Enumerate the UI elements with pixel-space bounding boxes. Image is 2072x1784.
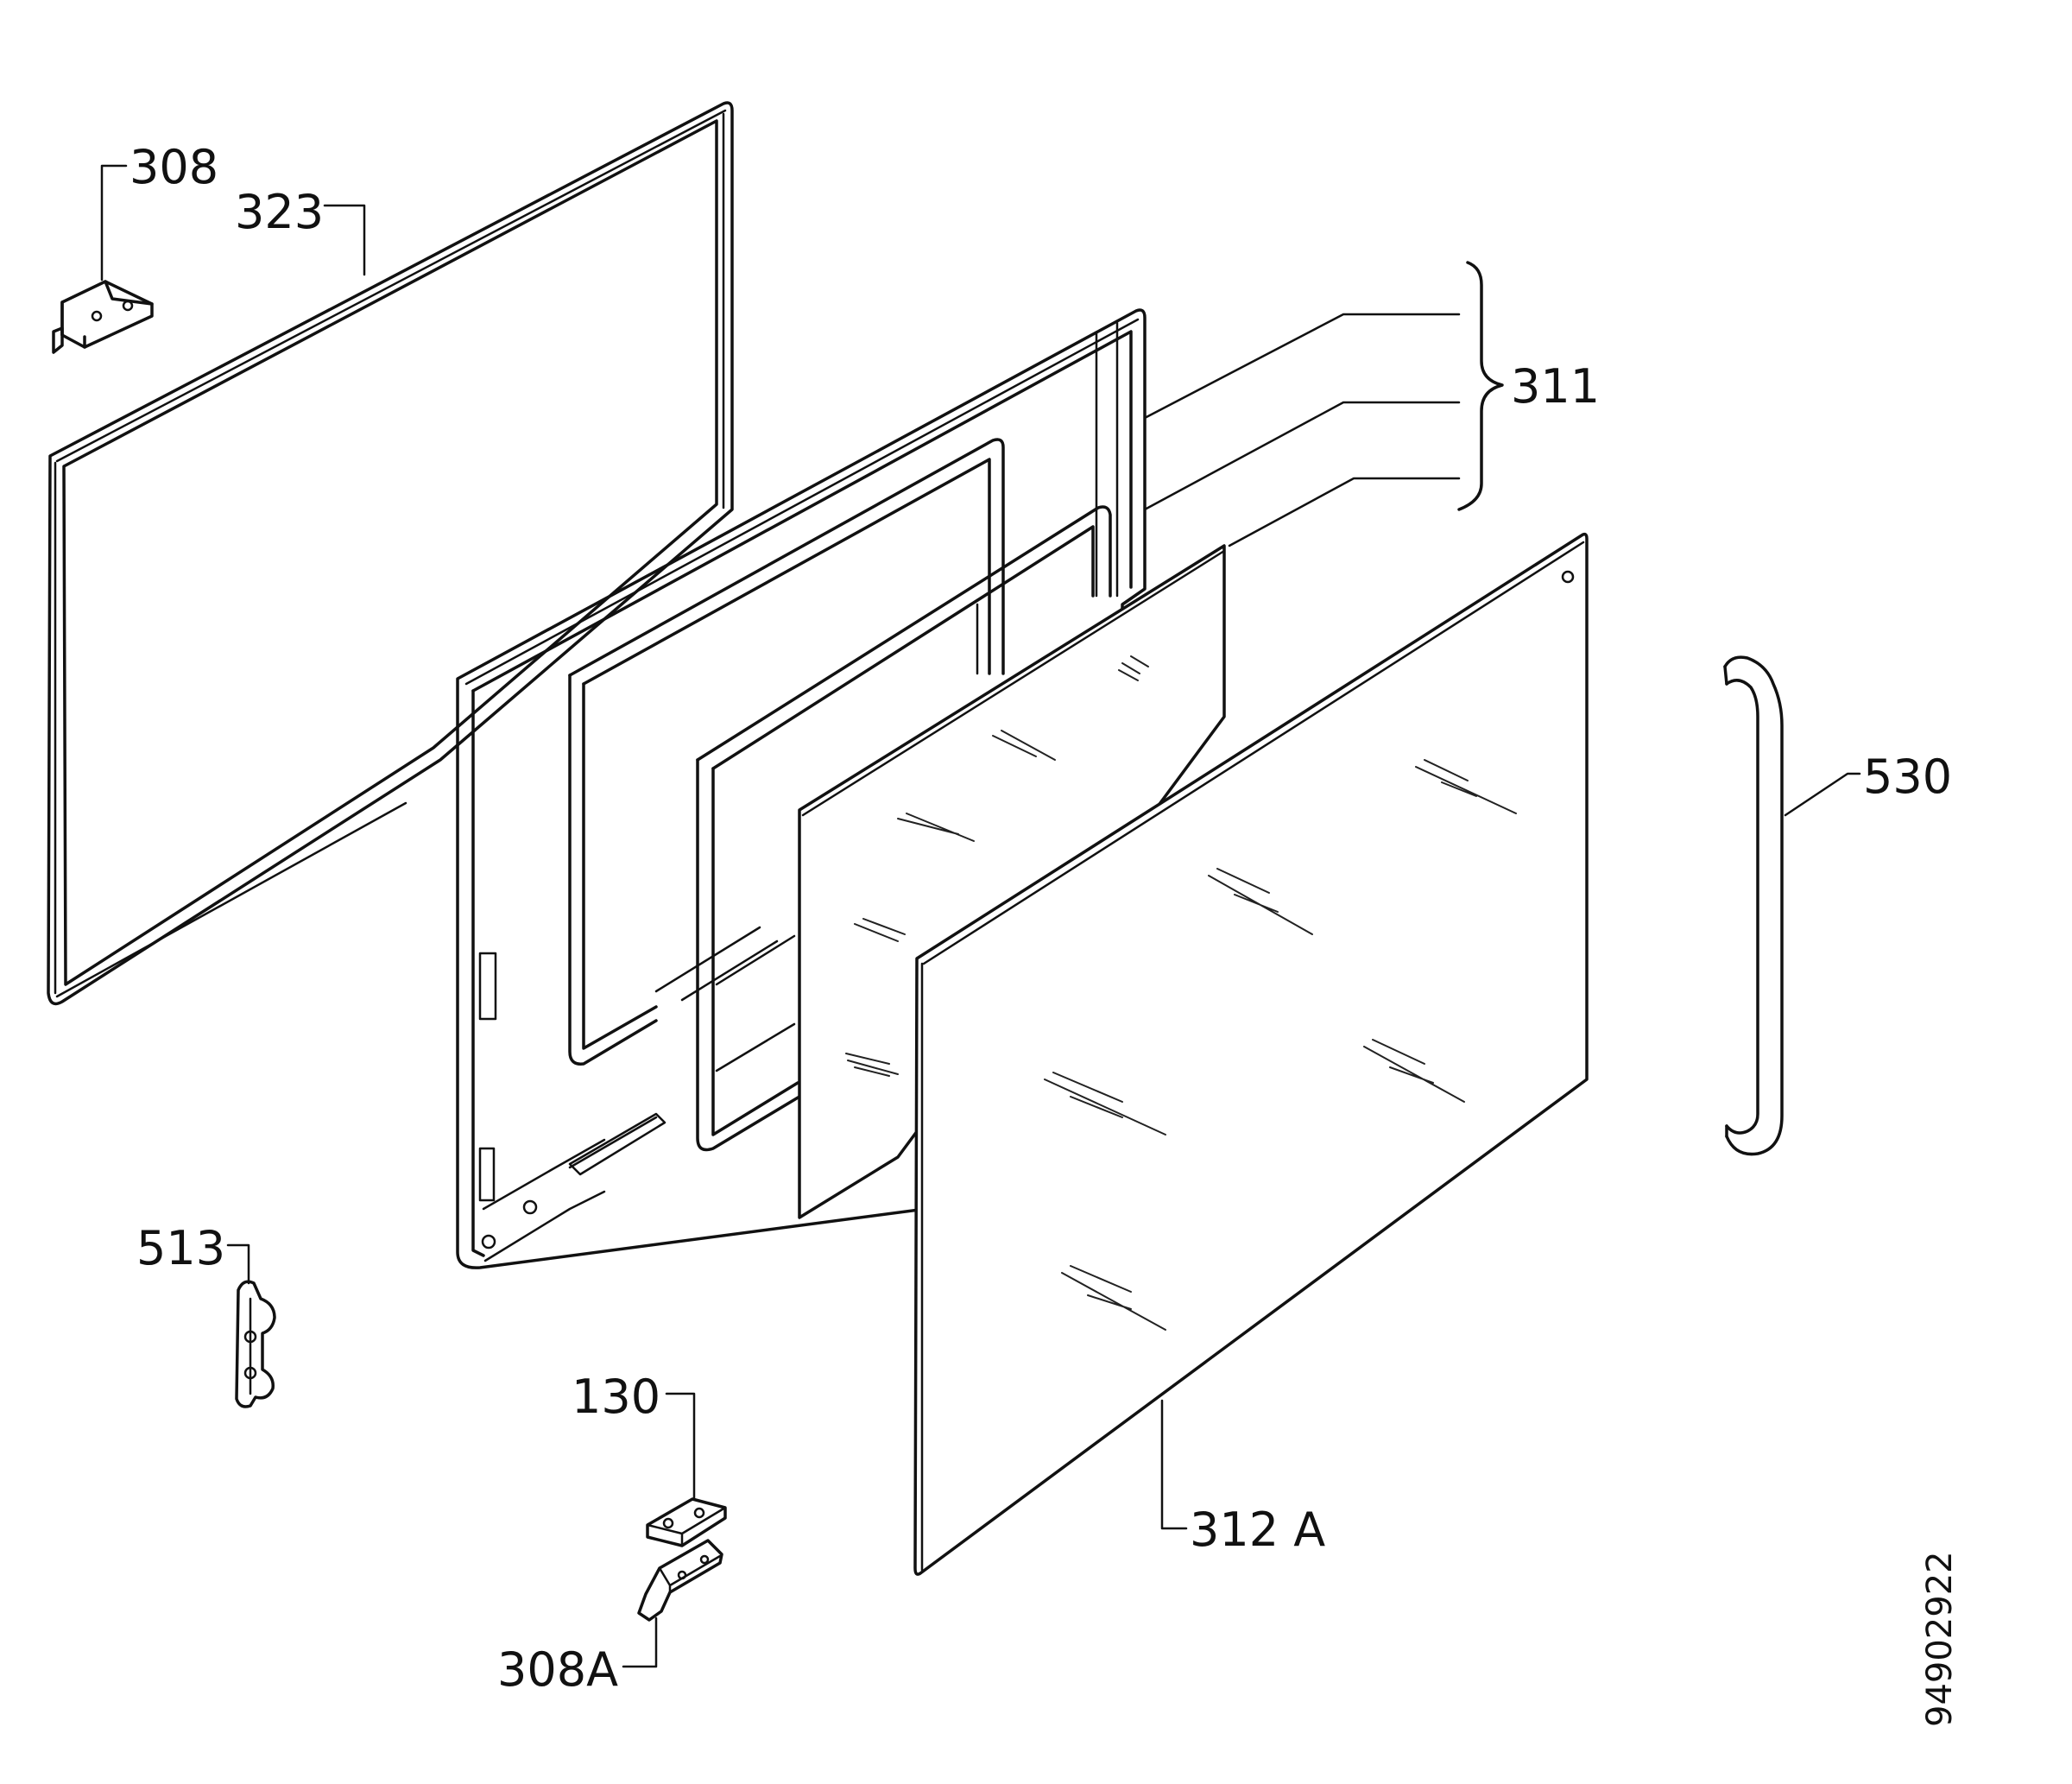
- part-308A-hinge-bracket: [637, 1539, 723, 1622]
- part-311-inner-frame-back: [456, 308, 1147, 1269]
- label-530: 530: [1863, 750, 1952, 804]
- label-311: 311: [1511, 359, 1600, 414]
- part-530-handle: [1723, 655, 1784, 1156]
- part-130-plate: [646, 1497, 727, 1547]
- part-311-inner-frame-front: [696, 505, 1112, 1152]
- part-312A-front-glass: [913, 532, 1589, 1576]
- label-308: 308: [130, 140, 218, 194]
- label-308A: 308A: [497, 1642, 618, 1697]
- part-308-hinge-bracket: [52, 280, 154, 354]
- part-513-hinge-pin: [235, 1280, 276, 1408]
- part-323-gasket-frame: [47, 101, 734, 1006]
- label-323: 323: [235, 185, 324, 239]
- label-312A: 312 A: [1190, 1502, 1325, 1557]
- drawing-number: 94902922: [1920, 1551, 1960, 1727]
- label-130: 130: [572, 1370, 660, 1424]
- label-513: 513: [136, 1221, 225, 1275]
- leader-lines: [100, 164, 1861, 1668]
